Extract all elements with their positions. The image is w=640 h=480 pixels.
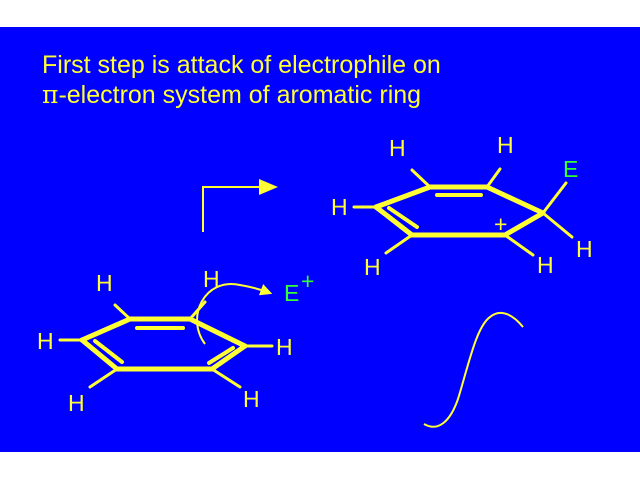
arenium-charge: + (494, 211, 507, 237)
arenium-bond-bottom-right (502, 210, 546, 238)
benzene-h-left: H (37, 328, 54, 354)
arenium-h-left: H (331, 194, 348, 220)
arenium-ch-bond-bottom-right (503, 233, 535, 257)
arenium-h-bottom-left: H (364, 254, 381, 280)
electrophile-symbol: E (284, 280, 299, 306)
electrophile: E + (284, 268, 314, 306)
arenium-ch-bonds (352, 167, 574, 257)
reaction-arrow (202, 186, 262, 232)
arenium-ring (373, 184, 546, 238)
arenium-e-sp3: E (563, 156, 578, 182)
slide: First step is attack of electrophile on … (0, 27, 640, 452)
benzene-ch-bond-bottom-left (88, 367, 119, 389)
benzene-bond-bottom-left (79, 337, 120, 372)
arenium-bond-top-left (373, 184, 433, 210)
benzene-ch-bond-bottom-right (210, 367, 242, 389)
title-line-2-text: -electron system of aromatic ring (58, 81, 422, 109)
benzene-h-top-left: H (96, 270, 113, 296)
arenium-bond-top-right (484, 184, 546, 216)
benzene-h-right: H (276, 334, 293, 360)
arenium-h-top-right: H (497, 132, 514, 158)
benzene-double-bonds (93, 326, 235, 365)
arenium-double-bond-left (387, 206, 419, 229)
arenium-h-sp3: H (576, 236, 593, 262)
electron-pushing-arrow (196, 282, 273, 345)
benzene-double-bond-left (93, 339, 124, 364)
benzene-ch-bond-top-left (113, 303, 132, 321)
benzene-bond-top-left (79, 316, 133, 343)
slide-title-line-2: π-electron system of aromatic ring (42, 80, 421, 110)
benzene-h-top-right: H (203, 266, 220, 292)
arenium-ch-bond-top-right (485, 167, 502, 189)
pi-symbol: π (42, 80, 59, 109)
mechanism-diagram: H H H H H H E + (37, 132, 593, 428)
arenium-bond-bottom-left (373, 204, 415, 238)
electrophile-charge: + (301, 268, 314, 294)
arenium-ch-bond-top-left (410, 168, 432, 189)
arenium-h-top-left: H (389, 135, 406, 161)
benzene-bond-top-right (187, 316, 248, 349)
benzene-h-bottom-left: H (68, 390, 85, 416)
benzene-bond-bottom-right (209, 343, 248, 372)
benzene-ring (79, 316, 248, 372)
arenium-ch-bond-bottom-left (384, 233, 414, 255)
arenium-double-bonds (387, 193, 483, 229)
arenium-h-bottom-right: H (537, 252, 554, 278)
benzene-double-bond-right (207, 346, 235, 365)
arenium-ce-bond (541, 181, 568, 215)
benzene-h-bottom-right: H (243, 386, 260, 412)
reaction-arrow-head (259, 179, 278, 195)
slide-title-line-1: First step is attack of electrophile on (42, 51, 441, 79)
energy-curve (423, 311, 524, 428)
arenium-ch-bond-sp3 (541, 211, 574, 239)
